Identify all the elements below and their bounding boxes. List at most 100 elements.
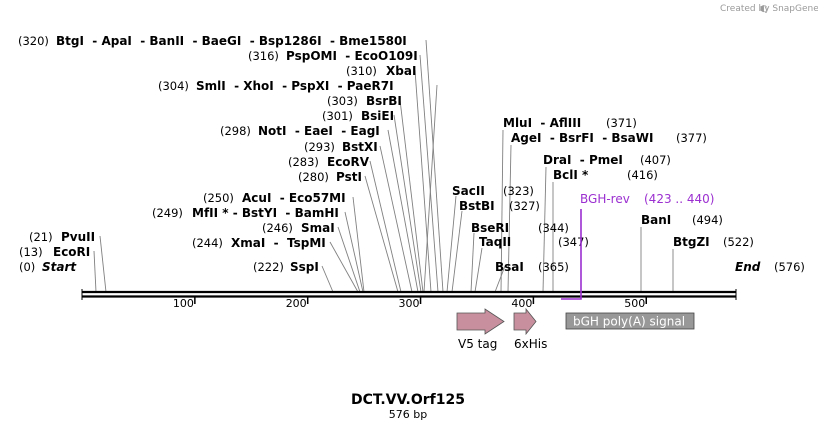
site-enzyme-names[interactable]: BtgI - ApaI - BanII - BaeGI - Bsp1286I -… xyxy=(56,34,407,48)
site-leader-lines xyxy=(93,39,674,293)
site-position: (407) xyxy=(640,153,671,167)
site-leader-line xyxy=(369,160,402,293)
site-enzyme-names[interactable]: SmlI - XhoI - PspXI - PaeR7I xyxy=(196,79,394,93)
site-enzyme-names[interactable]: SacII xyxy=(452,184,485,198)
site-position: (303) xyxy=(327,94,358,108)
site-enzyme-names[interactable]: BstBI xyxy=(459,199,495,213)
site-enzyme-names[interactable]: BseRI xyxy=(471,221,509,235)
site-enzyme-names[interactable]: PspOMI - EcoO109I xyxy=(286,49,418,63)
site-leader-line xyxy=(425,39,444,293)
site-leader-line xyxy=(352,196,365,293)
site-position: (293) xyxy=(304,140,335,154)
site-leader-line xyxy=(507,144,512,293)
site-position: (327) xyxy=(509,199,540,213)
site-position: (316) xyxy=(248,49,279,63)
primer-bgh-rev-arrow[interactable] xyxy=(561,209,582,300)
site-position: (323) xyxy=(503,184,534,198)
site-position: (301) xyxy=(322,109,353,123)
site-leader-line xyxy=(474,247,483,293)
primer-bgh-rev-range: (423 .. 440) xyxy=(644,192,714,206)
site-leader-line xyxy=(542,166,547,293)
site-enzyme-names[interactable]: BtgZI xyxy=(673,235,710,249)
tick-label: 100 xyxy=(173,297,194,310)
site-leader-line xyxy=(337,226,361,293)
site-enzyme-names[interactable]: XbaI xyxy=(386,64,416,78)
site-position: (416) xyxy=(627,168,658,182)
site-enzyme-names[interactable]: NotI - EaeI - EagI xyxy=(258,124,380,138)
site-leader-line xyxy=(419,54,439,293)
site-position: (522) xyxy=(723,235,754,249)
site-enzyme-names[interactable]: BsrBI xyxy=(366,94,402,108)
start-position: (0) xyxy=(19,260,35,274)
site-enzyme-names[interactable]: BsiEI xyxy=(361,109,394,123)
site-enzyme-names[interactable]: MluI - AflIII xyxy=(503,116,581,130)
feature-v5-tag-arrow[interactable] xyxy=(456,308,505,335)
site-position: (494) xyxy=(692,213,723,227)
end-position: (576) xyxy=(774,260,805,274)
site-enzyme-names[interactable]: EcoRV xyxy=(327,155,370,169)
primer-bgh-rev-label: BGH-rev xyxy=(580,192,630,206)
site-enzyme-names[interactable]: BanI xyxy=(641,213,671,227)
site-enzyme-names[interactable]: TaqII xyxy=(479,235,511,249)
site-leader-line xyxy=(93,250,97,293)
feature-bgh-polya-signal-label: bGH poly(A) signal xyxy=(573,315,685,329)
site-leader-line xyxy=(414,69,432,293)
site-position: (304) xyxy=(158,79,189,93)
site-position: (298) xyxy=(220,124,251,138)
start-label: Start xyxy=(42,260,77,274)
site-leader-line xyxy=(446,195,457,293)
site-position: (244) xyxy=(192,236,223,250)
site-position: (377) xyxy=(676,131,707,145)
site-position: (249) xyxy=(152,206,183,220)
feature-v5-tag-label: V5 tag xyxy=(458,337,497,351)
site-position: (250) xyxy=(203,191,234,205)
site-enzyme-names[interactable]: EcoRI xyxy=(53,245,90,259)
site-position: (371) xyxy=(606,116,637,130)
site-leader-line xyxy=(393,114,422,293)
site-position: (222) xyxy=(253,260,284,274)
site-enzyme-names[interactable]: BclI * xyxy=(553,168,589,182)
site-leader-line xyxy=(399,99,424,293)
site-position: (13) xyxy=(19,245,43,259)
site-leader-line xyxy=(500,129,504,293)
site-enzyme-names[interactable]: XmaI - TspMI xyxy=(231,236,326,250)
map-length: 576 bp xyxy=(389,408,427,421)
site-enzyme-names[interactable]: DraI - PmeI xyxy=(543,153,623,167)
tick-label: 300 xyxy=(399,297,420,310)
site-enzyme-names[interactable]: MfII * - BstYI - BamHI xyxy=(192,206,339,220)
site-leader-line xyxy=(344,211,364,293)
snapgene-credit: Created by SnapGene xyxy=(720,4,818,14)
feature-6xhis-label: 6xHis xyxy=(514,337,547,351)
site-leader-line xyxy=(494,265,506,293)
end-label: End xyxy=(735,260,761,274)
snapgene-logo-icon: ◐ xyxy=(760,4,768,14)
site-leader-line xyxy=(387,129,419,293)
site-enzyme-names[interactable]: BstXI xyxy=(342,140,378,154)
site-leader-line xyxy=(470,232,475,293)
site-leader-line xyxy=(379,145,413,293)
site-position: (365) xyxy=(538,260,569,274)
tick-label: 400 xyxy=(511,297,532,310)
site-enzyme-names[interactable]: SspI xyxy=(290,260,319,274)
site-leader-line xyxy=(321,265,334,293)
site-enzyme-names[interactable]: AgeI - BsrFI - BsaWI xyxy=(511,131,653,145)
site-enzyme-names[interactable]: SmaI xyxy=(301,221,335,235)
site-position: (283) xyxy=(288,155,319,169)
site-leader-line xyxy=(99,235,107,293)
feature-bgh-polya-signal-box[interactable] xyxy=(565,312,695,330)
site-enzyme-names[interactable]: PvuII xyxy=(61,230,95,244)
site-leader-line xyxy=(451,210,463,293)
site-position: (21) xyxy=(29,230,53,244)
site-position: (347) xyxy=(558,235,589,249)
feature-6xhis-arrow[interactable] xyxy=(513,307,537,336)
map-title: DCT.VV.Orf125 xyxy=(351,392,465,408)
site-enzyme-names[interactable]: PstI xyxy=(336,170,362,184)
tick-label: 200 xyxy=(286,297,307,310)
site-position: (310) xyxy=(346,64,377,78)
site-position: (344) xyxy=(538,221,569,235)
site-leader-line xyxy=(364,175,399,293)
site-enzyme-names[interactable]: BsaI xyxy=(495,260,524,274)
site-enzyme-names[interactable]: AcuI - Eco57MI xyxy=(242,191,346,205)
